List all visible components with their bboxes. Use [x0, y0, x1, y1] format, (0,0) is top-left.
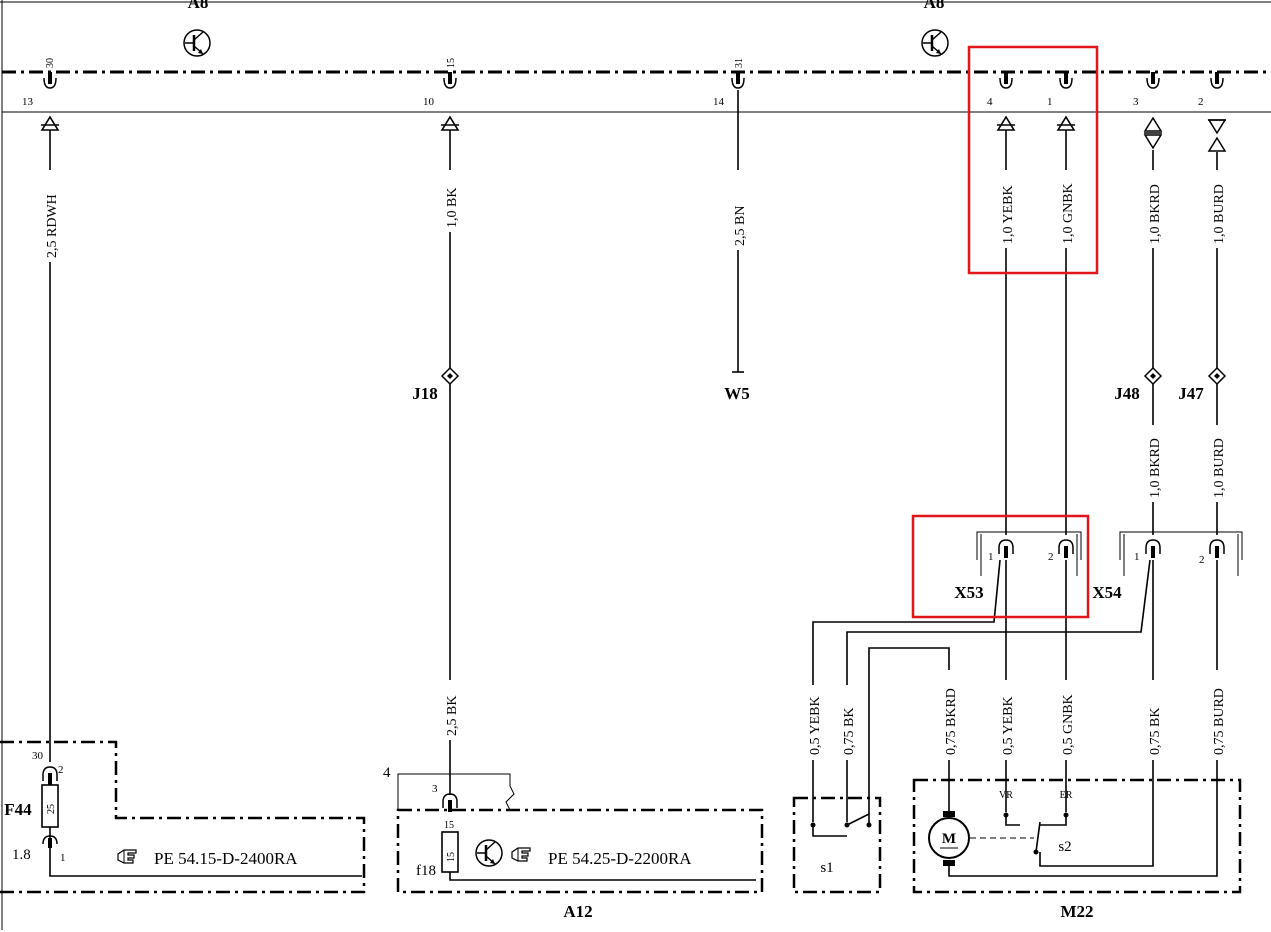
transistor-icon: [182, 28, 212, 58]
wire-label: 0,5 YEBK: [1001, 696, 1016, 755]
m22-label: M22: [1060, 902, 1093, 921]
module-a12: 4 3 15 15 f18 PE 54.25-D-2200RA: [383, 765, 764, 894]
svg-text:15: 15: [446, 58, 457, 68]
svg-text:31: 31: [734, 58, 745, 68]
svg-text:30: 30: [32, 750, 44, 762]
svg-text:1: 1: [1134, 551, 1140, 563]
wire-label: 0,75 BK: [1148, 708, 1163, 755]
pin-2: 2: [1198, 71, 1224, 108]
svg-text:1.8: 1.8: [12, 847, 31, 863]
pe-reference-1: PE 54.15-D-2400RA: [154, 849, 298, 868]
pin-4: 4: [987, 71, 1013, 108]
svg-text:15: 15: [444, 820, 454, 831]
svg-text:4: 4: [987, 96, 993, 108]
j47-label: J47: [1178, 384, 1204, 403]
pointing-hand-icon: [511, 847, 531, 862]
svg-text:3: 3: [1133, 96, 1139, 108]
bidirectional-arrow-icon: [1207, 119, 1227, 152]
svg-text:1: 1: [988, 551, 994, 563]
wire-label: 1,0 BURD: [1212, 438, 1227, 498]
svg-text:1: 1: [60, 852, 66, 864]
svg-text:2: 2: [1198, 96, 1204, 108]
pin-3: 3: [1133, 71, 1160, 108]
f44-label: F44: [4, 800, 32, 819]
arrow-up-icon: [1056, 116, 1076, 131]
highlight-box-top: [967, 45, 1099, 275]
connector-x53: 1 2 X53: [954, 531, 1082, 602]
pin-30-13: 30 13: [22, 58, 57, 108]
x54-label: X54: [1092, 583, 1122, 602]
svg-text:M: M: [942, 831, 956, 847]
wire-label: 0,75 BURD: [1212, 688, 1227, 755]
j18-label: J18: [412, 384, 438, 403]
wire-label: 1,0 BK: [445, 188, 460, 228]
svg-text:15: 15: [446, 852, 457, 862]
transistor-icon: [920, 28, 950, 58]
splice-icon: [441, 367, 459, 385]
s1-label: s1: [820, 860, 833, 876]
svg-text:10: 10: [423, 96, 435, 108]
a12-label: A12: [563, 902, 592, 921]
svg-text:2: 2: [58, 764, 64, 776]
connector-x54: 1 2 X54: [1092, 531, 1243, 602]
wire-label: 1,0 BKRD: [1148, 184, 1163, 244]
splice-icon: [1208, 367, 1226, 385]
switch-s1: s1: [792, 796, 882, 894]
wire-label: 0,75 BK: [842, 708, 857, 755]
s2-label: s2: [1058, 839, 1071, 855]
pe-reference-2: PE 54.25-D-2200RA: [548, 849, 692, 868]
f18-label: f18: [416, 863, 436, 879]
wire-label: 1,0 YEBK: [1001, 185, 1016, 244]
svg-text:2: 2: [1199, 554, 1205, 566]
wire-label: 2,5 RDWH: [45, 194, 60, 258]
arrow-up-icon: [440, 116, 460, 131]
svg-text:ER: ER: [1060, 790, 1073, 801]
pointing-hand-icon: [117, 849, 137, 864]
pin-1: 1: [1047, 71, 1073, 108]
a8-left-label: A8: [188, 0, 209, 12]
wire-label: 0,5 YEBK: [808, 696, 823, 755]
transistor-icon: [474, 838, 504, 868]
svg-text:25: 25: [46, 804, 57, 814]
fuse-f44: 30 2 25 1 1.8 F44 PE 54.15-D-2400RA: [0, 740, 366, 894]
w5-label: W5: [724, 384, 750, 403]
svg-text:14: 14: [713, 96, 725, 108]
wire-label: 1,0 BKRD: [1148, 438, 1163, 498]
arrow-up-icon: [996, 116, 1016, 131]
svg-text:3: 3: [432, 783, 438, 795]
wire-label: 0,75 BKRD: [944, 688, 959, 755]
svg-text:30: 30: [45, 58, 56, 68]
wire-label: 1,0 GNBK: [1061, 183, 1076, 244]
bidirectional-arrow-icon: [1143, 116, 1163, 150]
splice-icon: [1144, 367, 1162, 385]
wire-label: 0,5 GNBK: [1061, 694, 1076, 755]
svg-text:1: 1: [1047, 96, 1053, 108]
wire-label: 2,5 BN: [733, 206, 748, 246]
j48-label: J48: [1114, 384, 1140, 403]
highlight-box-x53: [911, 514, 1090, 619]
pin-31-14: 31 14: [713, 58, 745, 108]
x53-label: X53: [954, 583, 983, 602]
wire-label: 2,5 BK: [445, 696, 460, 736]
motor-m22: M VR ER s2: [912, 778, 1242, 894]
svg-text:VR: VR: [999, 790, 1013, 801]
pin-15-10: 15 10: [423, 58, 457, 108]
svg-text:2: 2: [1048, 551, 1054, 563]
arrow-up-icon: [40, 116, 60, 131]
a8-right-label: A8: [924, 0, 945, 12]
wire-label: 1,0 BURD: [1212, 184, 1227, 244]
svg-text:13: 13: [22, 96, 34, 108]
svg-text:4: 4: [383, 765, 391, 781]
